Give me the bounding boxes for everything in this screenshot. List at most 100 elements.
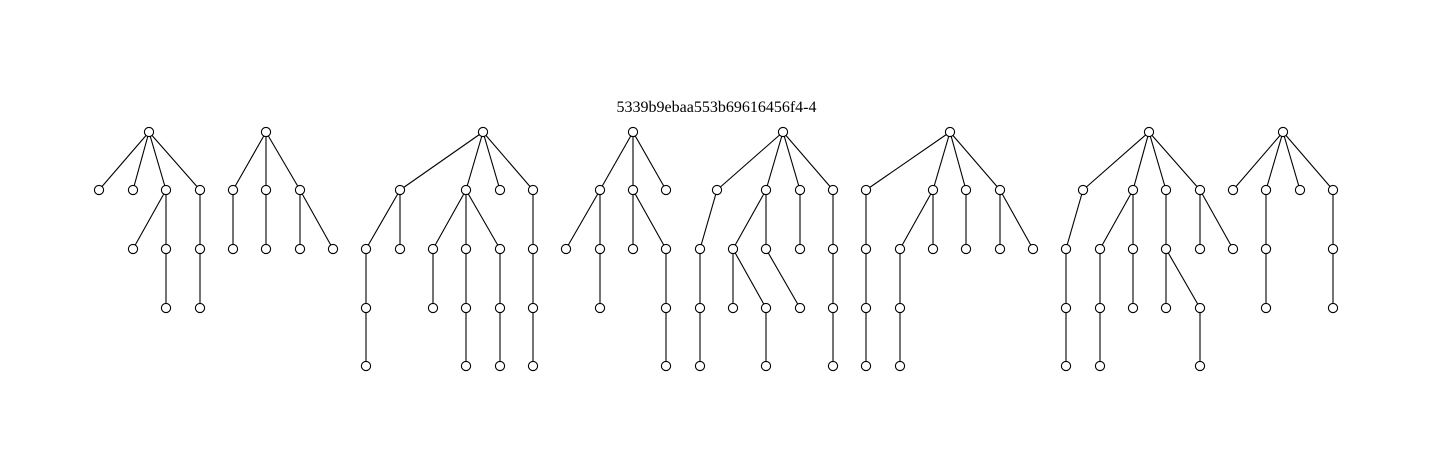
tree-node	[1160, 243, 1172, 255]
tree-node	[227, 184, 239, 196]
tree-edge	[782, 131, 801, 191]
tree-node	[294, 184, 306, 196]
tree-edge	[865, 131, 951, 191]
tree-leaf-node	[1127, 302, 1139, 314]
tree-edge	[1132, 131, 1150, 191]
tree-edge	[565, 189, 601, 250]
tree-node	[594, 184, 606, 196]
tree-leaf-node	[294, 243, 306, 255]
tree-leaf-node	[227, 243, 239, 255]
tree-node	[1127, 243, 1139, 255]
tree-node	[711, 184, 723, 196]
tree-node	[1094, 302, 1106, 314]
tree-edge	[399, 131, 484, 191]
tree-node	[660, 243, 672, 255]
tree-edge	[1282, 131, 1301, 191]
tree-node	[727, 243, 739, 255]
tree-edge	[1099, 189, 1134, 250]
tree-leaf-node	[627, 243, 639, 255]
tree-root-node	[477, 126, 489, 138]
tree-edge	[1082, 131, 1150, 191]
tree-leaf-node	[860, 360, 872, 372]
tree-leaf-node	[994, 243, 1006, 255]
tree-leaf-node	[1060, 360, 1072, 372]
tree-node	[760, 302, 772, 314]
tree-leaf-node	[1327, 302, 1339, 314]
tree-leaf-node	[1094, 360, 1106, 372]
tree-edge	[1065, 189, 1084, 250]
tree-node	[460, 184, 472, 196]
tree-node	[894, 302, 906, 314]
tree-edge	[599, 131, 634, 191]
tree-node	[1077, 184, 1089, 196]
tree-node	[694, 243, 706, 255]
tree-root-node	[143, 126, 155, 138]
tree-root-node	[627, 126, 639, 138]
tree-node	[860, 302, 872, 314]
tree-edge	[732, 189, 767, 250]
tree-edge	[1232, 131, 1284, 191]
tree-leaf-node	[260, 243, 272, 255]
tree-node	[894, 243, 906, 255]
tree-edge	[365, 189, 401, 250]
tree-leaf-node	[527, 360, 539, 372]
tree-node	[827, 243, 839, 255]
tree-leaf-node	[160, 302, 172, 314]
tree-node	[460, 302, 472, 314]
tree-node	[760, 184, 772, 196]
tree-edge	[932, 131, 951, 191]
tree-root-node	[1277, 126, 1289, 138]
tree-node	[960, 184, 972, 196]
tree-edge	[1148, 131, 1201, 191]
diagram-title: 5339b9ebaa553b69616456f4-4	[616, 99, 817, 116]
tree-leaf-node	[1194, 243, 1206, 255]
tree-node	[694, 302, 706, 314]
tree-edge	[632, 131, 667, 191]
tree-node	[1060, 302, 1072, 314]
tree-node	[827, 302, 839, 314]
tree-edge	[232, 131, 267, 191]
tree-leaf-node	[1194, 360, 1206, 372]
tree-node	[194, 184, 206, 196]
tree-node	[627, 184, 639, 196]
tree-node	[494, 302, 506, 314]
tree-leaf-node	[760, 360, 772, 372]
tree-node	[794, 184, 806, 196]
tree-node	[1160, 184, 1172, 196]
edges-layer	[98, 131, 1334, 366]
tree-edge	[999, 189, 1034, 250]
tree-leaf-node	[794, 243, 806, 255]
tree-node	[860, 184, 872, 196]
tree-node	[527, 302, 539, 314]
tree-leaf-node	[1294, 184, 1306, 196]
tree-node	[594, 243, 606, 255]
tree-leaf-node	[394, 243, 406, 255]
tree-leaf-node	[960, 243, 972, 255]
tree-edge	[132, 189, 167, 250]
tree-edge	[1148, 131, 1167, 191]
tree-root-node	[260, 126, 272, 138]
tree-leaf-node	[594, 302, 606, 314]
tree-leaf-node	[1160, 302, 1172, 314]
tree-node	[194, 243, 206, 255]
tree-edge	[432, 189, 467, 250]
tree-leaf-node	[560, 243, 572, 255]
tree-leaf-node	[694, 360, 706, 372]
tree-edge	[132, 131, 150, 191]
tree-edge	[148, 131, 167, 191]
tree-node	[1094, 243, 1106, 255]
nodes-layer	[93, 126, 1339, 372]
tree-node	[1060, 243, 1072, 255]
tree-edge	[1282, 131, 1334, 191]
tree-leaf-node	[460, 360, 472, 372]
tree-edge	[949, 131, 1001, 191]
tree-edge	[1199, 189, 1234, 250]
tree-edge	[265, 131, 301, 191]
tree-root-node	[1143, 126, 1155, 138]
tree-node	[360, 243, 372, 255]
tree-edge	[465, 189, 501, 250]
tree-edge	[765, 131, 784, 191]
tree-node	[760, 243, 772, 255]
tree-leaf-node	[1260, 302, 1272, 314]
